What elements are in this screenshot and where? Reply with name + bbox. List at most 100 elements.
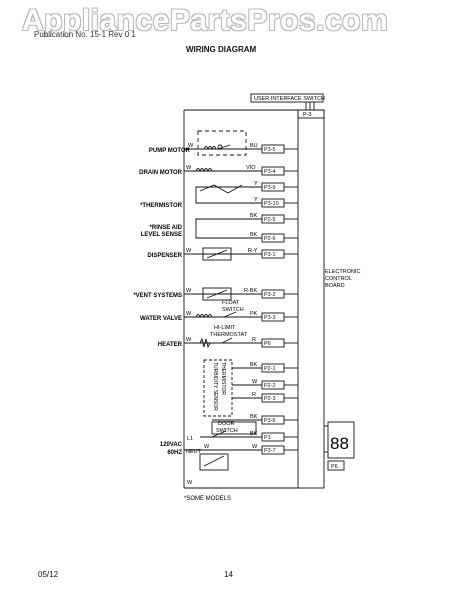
wire-turb-bk: BK [250,362,258,368]
wire-disp-ry: R-Y [248,248,258,254]
pin-rinse2: P2-6 [261,233,298,243]
wire-drain-w: W [186,165,192,171]
door-switch-label-2: SWITCH [216,428,238,434]
hi-limit-label-1: HI-LIMIT [214,325,236,331]
diagram-title: WIRING DIAGRAM [186,45,257,54]
pump-motor-label: PUMP MOTOR [149,148,191,154]
rinse-aid-label-2: LEVEL SENSE [141,232,182,238]
heater-element [199,337,211,349]
pin-label-turb2: P2-2 [264,383,276,389]
wire-disp-w: W [186,248,192,254]
pin-label-turb1: P2-1 [264,366,276,372]
wire-neut-w2: W [252,444,258,450]
turbidity-sensor-box [203,359,233,417]
pin-turb3: P2-3 [261,393,298,403]
door-switch-contact [211,430,227,438]
footer-date: 05/12 [38,570,59,579]
uis-label-box [250,93,324,103]
uis-label: USER INTERFACE SWITCH [254,96,325,102]
pin-label-pump: P3-5 [264,147,276,153]
ecb-label-2: CONTROL [325,276,352,282]
pin-heater: P6 [261,338,298,348]
wire-valve-pk: PK [250,311,258,317]
pin-label-turb3: P2-3 [264,396,276,402]
footnote: *SOME MODELS [184,496,231,502]
float-switch-label-1: FLOAT [222,300,240,306]
pin-therm1: P3-9 [261,182,298,192]
rinse-aid-loop [195,218,262,239]
wire-pump-bu: BU [250,143,258,149]
pin-door2: P1 [261,432,298,442]
pin-door1: P3-6 [261,415,298,425]
pin-label-drain: P3-4 [264,169,276,175]
display-digits: 88 [330,434,349,453]
rinse-aid-label-1: *RINSE AID [150,225,183,231]
water-valve-label: WATER VALVE [140,316,182,322]
wire-bottom-w: W [187,480,193,486]
display-pin-label: P6 [331,464,338,470]
pin-label-rinse2: P2-6 [264,236,276,242]
wire-drain-vio: VIO [246,165,256,171]
pump-motor-coil [203,146,217,151]
footer-page: 14 [224,570,233,579]
pin-turb1: P2-1 [261,363,298,373]
drain-motor-label: DRAIN MOTOR [139,170,183,176]
supply-label-2: 60HZ [167,450,182,456]
float-switch-label-2: SWITCH [222,307,244,313]
turbidity-label-1: TURBIDITY SENSOR [212,362,218,411]
wire-rinse-bk2: BK [250,232,258,238]
turbidity-label-2: THERMISTOR [220,362,226,395]
wire-valve-w: W [186,311,192,317]
watermark: AppliancePartsPros.com [22,4,389,37]
l1-label: L1 [187,436,193,442]
ecb-label-1: ELECTRONIC [325,269,360,275]
pin-label-therm2: P3-10 [264,201,279,207]
float-switch-contact [223,311,237,318]
pin-label-door2: P1 [264,435,271,441]
wire-vent-w: W [186,288,192,294]
wire-rinse-bk1: BK [250,213,258,219]
pin-label-vent: P3-2 [264,292,276,298]
pin-valve: P3-3 [261,312,298,322]
pin-label-heater: P6 [264,341,271,347]
wire-door-bk2: BK [250,431,258,437]
pin-label-therm1: P3-9 [264,185,276,191]
door-switch-label-1: DOOR [218,421,235,427]
pump-motor-dashed-box [197,130,247,156]
vent-systems-label: *VENT SYSTEMS [133,293,182,299]
heater-label: HEATER [158,342,183,348]
supply-label-1: 120VAC [160,442,183,448]
ecb-label-3: BOARD [325,283,345,289]
dispenser-coil-box [202,247,232,261]
pin-label-valve: P3-3 [264,315,276,321]
hi-limit-contact [221,337,233,344]
display-pin-box [327,460,345,471]
wire-heater-r: R [252,337,256,343]
pin-turb2: P2-2 [261,380,298,390]
pin-label-door1: P3-6 [264,418,276,424]
pin-therm2: P3-10 [261,198,298,208]
wire-door-bk1: BK [250,414,258,420]
wire-turb-r: R [252,392,256,398]
wire-turb-w: W [252,379,258,385]
pin-pump: P3-5 [261,144,298,154]
pin-vent: P3-2 [261,289,298,299]
hi-limit-label-2: THERMOSTAT [210,332,248,338]
door-switch-label-box [211,421,257,435]
wire-therm-y1: Y [254,181,258,187]
thermistor-loop [195,186,262,204]
drain-motor-coil [195,168,213,173]
wire-neut-w1: W [204,444,210,450]
thermistor-label: *THERMISTOR [140,203,183,209]
wire-pump-w: W [188,143,194,149]
dispenser-label: DISPENSER [147,253,182,259]
uis-pin-box [297,109,325,119]
pin-drain: P3-4 [261,166,298,176]
wire-vent-rbk: R-BK [244,288,257,294]
pin-label-disp: P3-1 [264,252,276,258]
pin-neut: P3-7 [261,445,298,455]
control-board-box [297,109,325,489]
neut-label: NEUT [186,449,202,455]
wire-heater-w: W [186,337,192,343]
